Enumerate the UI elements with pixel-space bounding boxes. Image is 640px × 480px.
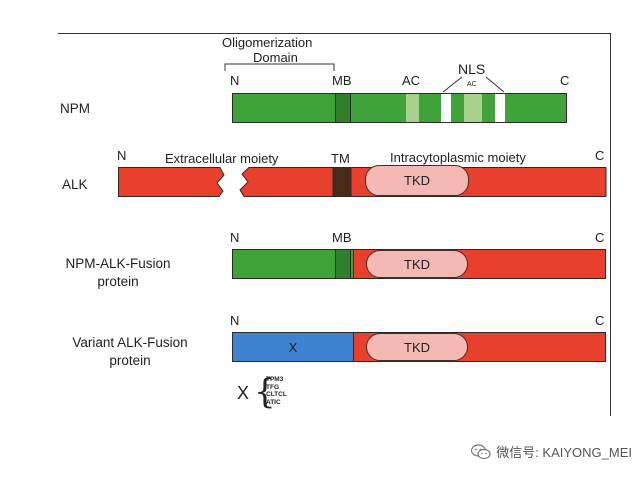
alk-protein-bar bbox=[118, 167, 607, 197]
alk-tkd-domain: TKD bbox=[365, 165, 469, 196]
npm-nls-label: NLS bbox=[458, 61, 486, 77]
alk-tm-label: TM bbox=[331, 151, 350, 166]
fusion-c-terminus-label: C bbox=[595, 230, 605, 245]
intracytoplasmic-moiety-label: Intracytoplasmic moiety bbox=[390, 150, 526, 165]
x-partner-item: TFG bbox=[266, 383, 279, 391]
npm-nls-segment-2 bbox=[495, 94, 505, 122]
x-partner-list: TPM3 TFG CLTCL ATIC bbox=[266, 376, 287, 406]
alk-n-terminus-label: N bbox=[117, 148, 127, 163]
npm-mb-segment bbox=[335, 94, 351, 122]
variant-tkd-domain: TKD bbox=[366, 333, 468, 361]
figure-frame-top bbox=[58, 33, 610, 34]
variant-x-partner-segment: X bbox=[233, 333, 354, 361]
x-partner-item: TPM3 bbox=[266, 376, 284, 383]
npm-protein-bar bbox=[232, 93, 567, 123]
fusion-tkd-domain: TKD bbox=[366, 250, 468, 278]
npm-n-terminus-label: N bbox=[230, 73, 240, 88]
oligomerization-label: Oligomerization bbox=[222, 35, 313, 50]
npm-ac-label: AC bbox=[402, 73, 421, 88]
row-label-variant-line2: protein bbox=[109, 353, 151, 368]
wechat-icon bbox=[471, 443, 491, 459]
alk-tm-segment bbox=[332, 167, 352, 197]
npm-c-terminus-label: C bbox=[560, 73, 570, 88]
oligomerization-bracket bbox=[224, 63, 335, 71]
extracellular-moiety-label: Extracellular moiety bbox=[165, 151, 279, 166]
fusion-n-terminus-label: N bbox=[230, 230, 240, 245]
nls-bracket bbox=[442, 76, 505, 93]
row-label-npm-alk-line1: NPM-ALK-Fusion bbox=[65, 256, 171, 271]
fusion-mb-label: MB bbox=[332, 230, 352, 245]
domain-label: Domain bbox=[253, 50, 298, 65]
npm-nls-segment-1 bbox=[441, 94, 451, 122]
npm-ac-segment bbox=[406, 94, 419, 122]
alk-c-terminus-label: C bbox=[595, 148, 605, 163]
x-partner-item: ATIC bbox=[266, 398, 281, 406]
npm-nls-ac-segment bbox=[464, 94, 482, 122]
row-label-alk: ALK bbox=[62, 177, 88, 192]
fusion-npm-part bbox=[233, 250, 354, 278]
row-label-variant-line1: Variant ALK-Fusion bbox=[72, 335, 188, 350]
x-partner-item: CLTCL bbox=[266, 391, 287, 398]
fusion-mb-segment bbox=[335, 250, 351, 278]
variant-c-terminus-label: C bbox=[595, 313, 605, 328]
wechat-watermark: 微信号: KAIYONG_MEI bbox=[471, 442, 632, 461]
figure-frame-right bbox=[610, 33, 611, 416]
variant-n-terminus-label: N bbox=[230, 313, 240, 328]
x-legend-brace: { bbox=[254, 372, 276, 412]
wechat-id-text: 微信号: KAIYONG_MEI bbox=[496, 445, 632, 460]
nls-ac-small-label: AC bbox=[467, 81, 477, 88]
row-label-npm: NPM bbox=[60, 101, 90, 116]
x-legend-symbol: X bbox=[237, 383, 250, 403]
row-label-npm-alk-line2: protein bbox=[97, 274, 139, 289]
npm-mb-label: MB bbox=[332, 73, 352, 88]
